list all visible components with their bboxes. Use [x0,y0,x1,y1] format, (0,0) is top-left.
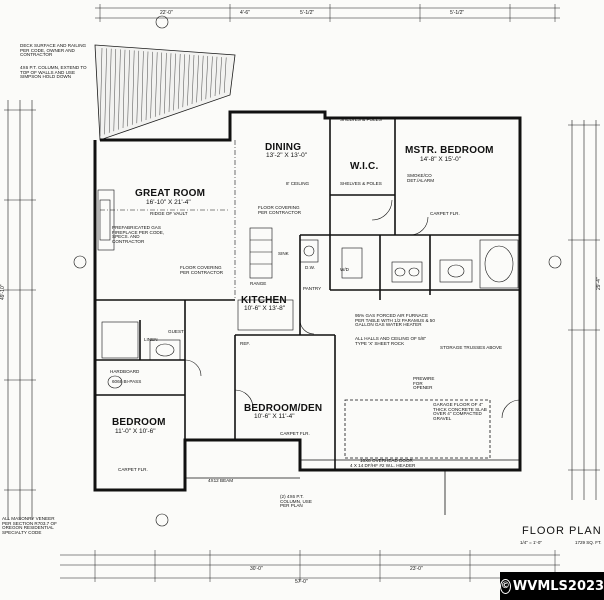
wic-shelves-lower-note: SHELVES & POLES [340,181,382,186]
dim-left-total: 49'-10" [0,284,6,300]
dishwasher-label: D.W. [305,265,315,270]
deck-hatch-line [205,56,208,100]
great-room-floor-note: FLOOR COVERING PER CONTRACTOR [180,265,224,275]
den-carpet-note: CARPET FLR. [280,431,310,436]
column-note: (2) 4X6 P.T. COLUMN, USE PER PLAN [280,494,312,509]
walls-note: ALL HALLS AND CEILING OF 5/8" TYPE 'X' S… [355,336,427,346]
dim-bottom-total: 57'-0" [295,579,308,585]
deck-hatch-line [122,49,126,129]
deck-hatch-line [99,47,103,137]
deck-hatch-line [168,53,172,113]
deck-hatch-line [145,51,149,121]
bedroom-den-dim: 10'-6" X 11'-4" [254,413,295,420]
dim-top-d: 5'-1/2" [450,10,465,16]
masonry-note: ALL MASONRY VENEER PER SECTION R703.7 OF… [2,516,57,535]
deck-hatch-line [159,52,162,116]
linen-label: LINEN [144,337,158,342]
storage-trusses-note: STORAGE TRUSSES ABOVE [440,345,503,350]
sink-label: SINK [278,251,289,256]
furnace-note: 95% GAS FORCED AIR FURNACE PER TABLE WIT… [355,313,435,328]
deck-hatch-line [113,49,116,132]
deck-hatch-line [127,50,130,127]
bedroom-label: BEDROOM [112,417,166,428]
dim-bottom-b: 23'-0" [410,566,423,572]
deck-hatch-line [191,54,195,105]
deck-hatch-line [109,48,112,133]
deck-hatch-line [118,49,121,130]
ridge-note: RIDGE OF VAULT [150,211,188,216]
refrigerator-label: REF. [240,341,250,346]
overhead-door-note: 16X8 OVERHEAD DOOR [360,458,413,463]
closet-bypass-note: 6068 BI-PASS [112,379,142,384]
deck-hatch-line [136,50,139,124]
header-note: 4 X 14 DF/HF #2 W.L. HEADER [350,463,416,468]
dining-ceiling-note: 8' CEILING [286,181,310,186]
deck-hatch-line [104,48,107,135]
floor-plan-title: FLOOR PLAN [522,525,602,537]
deck-hatch-line [141,51,144,122]
opener-note: PREWIRE FOR OPENER [413,376,435,391]
walk-in-closet-label: W.I.C. [350,161,379,172]
total-area: 1729 SQ. FT. [575,540,602,545]
deck-hatch-line [132,50,135,125]
range-label: RANGE [250,281,267,286]
deck-hatch-line [201,55,204,101]
dim-right-total: 29'-4" [596,277,602,290]
deck-hatch-line [224,57,227,93]
master-bedroom-label: MSTR. BEDROOM [405,145,494,156]
deck-hatch-line [173,53,176,111]
fireplace-note: PREFABRICATED GAS FIREPLACE PER CODE, SP… [112,225,165,244]
deck-note: DECK SURFACE AND RAILING PER CODE, OWNER… [20,43,87,58]
drawing-scale: 1/4" = 1'-0" [520,540,542,545]
dim-top-a: 22'-0" [160,10,173,16]
post-note: 4X6 P.T. COLUMN, EXTEND TO TOP OF WALLS … [20,65,87,80]
deck-hatch-line [214,56,218,97]
great-room-label: GREAT ROOM [135,188,206,199]
dim-top-c: 5'-1/2" [300,10,315,16]
pantry-label: PANTRY [303,286,322,291]
wic-shelves-note: SHELVES & POLES [340,117,382,122]
kitchen-dim: 10'-6" X 13'-8" [244,305,286,312]
deck-hatch-line [164,52,167,114]
deck-hatch-line [155,52,158,117]
hardboard-note: HARDBOARD [110,369,140,374]
great-room-dim: 16'-10" X 21'-4" [146,199,191,206]
dim-top-b: 4'-6" [240,10,250,16]
bedroom-carpet-note: CARPET FLR. [118,467,148,472]
master-carpet-note: CARPET FLR. [430,211,460,216]
dining-floor-note: FLOOR COVERING PER CONTRACTOR [258,205,302,215]
guest-label: GUEST [168,329,184,334]
bedroom-dim: 11'-0" X 10'-6" [115,428,156,435]
deck-hatch-line [196,55,199,103]
dining-dim: 13'-2" X 13'-0" [266,152,308,159]
deck-hatch-line [178,53,181,109]
watermark-text: WVMLS2023 [512,578,604,594]
deck-hatch-line [219,57,222,95]
master-bedroom-dim: 14'-8" X 15'-0" [420,156,462,163]
deck-hatch-line [150,51,153,119]
washer-dryer-label: W/D [340,267,349,272]
garage-floor-note: GARAGE FLOOR OF 4" THICK CONCRETE SLAB O… [433,402,487,421]
smoke-detector-note: SMOKE/CO DET./ALARM [407,173,435,183]
copyright-icon: © [499,578,511,594]
dining-label: DINING [265,142,302,153]
deck-hatch-line [187,54,190,106]
bedroom-den-label: BEDROOM/DEN [244,403,323,414]
deck-hatch-line [210,56,213,98]
deck-hatch-line [182,54,185,108]
mls-watermark: ©WVMLS2023 [499,572,604,600]
dim-bottom-a: 30'-0" [250,566,263,572]
kitchen-label: KITCHEN [241,295,287,306]
beam-note: 4X12 BEAM [208,478,234,483]
